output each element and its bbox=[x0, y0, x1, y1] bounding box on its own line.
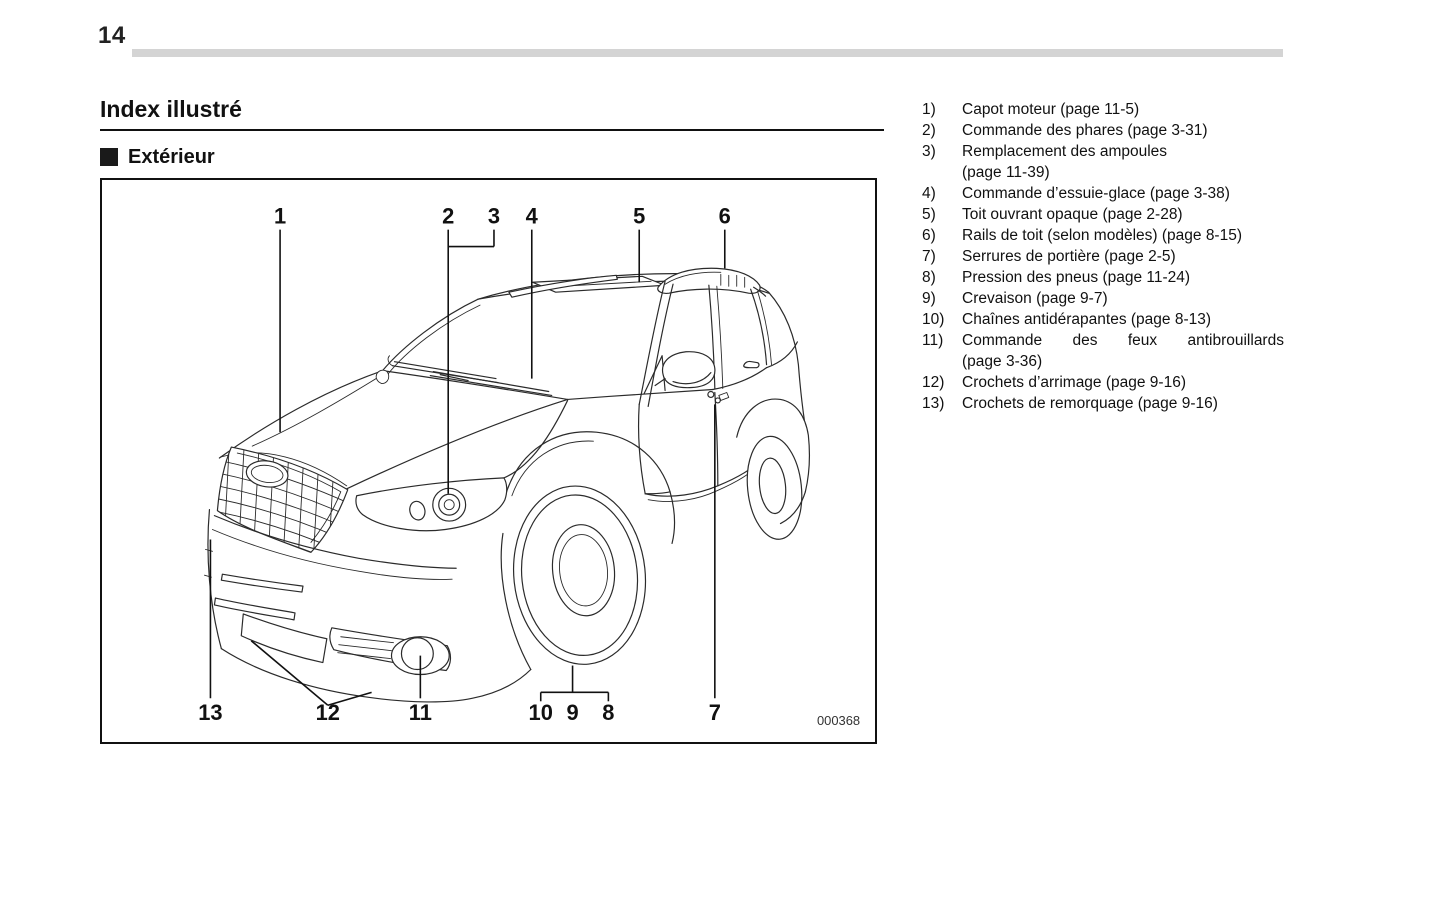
legend-item-number: 8) bbox=[922, 269, 936, 286]
legend-item-1: 1) Capot moteur (page 11-5) bbox=[922, 99, 1287, 120]
legend-item-4: 4) Commande d’essuie-glace (page 3-38) bbox=[922, 183, 1287, 204]
legend-item-text: Crochets d’arrimage (page 9-16) bbox=[962, 374, 1186, 391]
legend-item-text: Toit ouvrant opaque (page 2-28) bbox=[962, 206, 1183, 223]
title-underline bbox=[100, 129, 884, 131]
legend-item-2: 2) Commande des phares (page 3-31) bbox=[922, 120, 1287, 141]
legend-item-text: Chaînes antidérapantes (page 8-13) bbox=[962, 311, 1212, 328]
callout-leader-line-12 bbox=[250, 640, 329, 706]
legend-item-8: 8) Pression des pneus (page 11-24) bbox=[922, 267, 1287, 288]
legend-item-number: 3) bbox=[922, 143, 936, 160]
legend-item-text: Crochets de remorquage (page 9-16) bbox=[962, 395, 1218, 412]
callout-number-13: 13 bbox=[198, 700, 222, 725]
callout-number-1: 1 bbox=[274, 204, 286, 229]
legend-item-text: (page 11-39) bbox=[962, 164, 1050, 181]
legend-item-text: Crevaison (page 9-7) bbox=[962, 290, 1108, 307]
callout-number-11: 11 bbox=[409, 700, 432, 725]
legend-item-number: 10) bbox=[922, 311, 945, 328]
legend-item-number: 11) bbox=[922, 332, 944, 349]
header-rule-bar bbox=[132, 49, 1283, 57]
legend-item-text: Commande d’essuie-glace (page 3-38) bbox=[962, 185, 1230, 202]
callout-number-6: 6 bbox=[719, 204, 731, 229]
legend-item-text: Commande des phares (page 3-31) bbox=[962, 122, 1208, 139]
legend-item-13: 13) Crochets de remorquage (page 9-16) bbox=[922, 393, 1287, 414]
callout-number-9: 9 bbox=[566, 700, 578, 725]
legend-item-text: Capot moteur (page 11-5) bbox=[962, 101, 1140, 118]
legend-item-text: Rails de toit (selon modèles) (page 8-15… bbox=[962, 227, 1242, 244]
legend-item-number: 7) bbox=[922, 248, 936, 265]
callout-leader-line-12 bbox=[327, 691, 372, 707]
legend-item-text: Pression des pneus (page 11-24) bbox=[962, 269, 1191, 286]
legend-item-text: (page 3-36) bbox=[962, 353, 1043, 370]
legend-item-7: 7) Serrures de portière (page 2-5) bbox=[922, 246, 1287, 267]
section-heading: Extérieur bbox=[100, 145, 215, 169]
legend-item-number: 2) bbox=[922, 122, 936, 139]
callout-number-3: 3 bbox=[488, 204, 500, 229]
car-line-drawing bbox=[204, 267, 810, 703]
figure-code: 000368 bbox=[817, 713, 860, 728]
callout-number-4: 4 bbox=[526, 204, 539, 229]
callout-number-5: 5 bbox=[633, 204, 645, 229]
callout-number-12: 12 bbox=[316, 700, 340, 725]
section-title: Extérieur bbox=[128, 145, 215, 168]
legend-item-12: 12) Crochets d’arrimage (page 9-16) bbox=[922, 372, 1287, 393]
legend-item-number: 12) bbox=[922, 374, 945, 391]
legend-item-6: 6) Rails de toit (selon modèles) (page 8-… bbox=[922, 225, 1287, 246]
callout-number-2: 2 bbox=[442, 204, 454, 229]
legend-list: 1) Capot moteur (page 11-5) 2) Commande des… bbox=[922, 99, 1287, 414]
legend-item-number: 5) bbox=[922, 206, 936, 223]
legend-item-10: 10) Chaînes antidérapantes (page 8-13) bbox=[922, 309, 1287, 330]
section-bullet-square-icon bbox=[100, 148, 118, 166]
legend-item-5: 5) Toit ouvrant opaque (page 2-28) bbox=[922, 204, 1287, 225]
callout-number-8: 8 bbox=[602, 700, 614, 725]
callout-number-10: 10 bbox=[529, 700, 553, 725]
legend-item-number: 6) bbox=[922, 227, 936, 244]
callout-number-7: 7 bbox=[709, 700, 721, 725]
legend-item-3: 3) Remplacement des ampoules (page 11-39) bbox=[922, 141, 1287, 183]
legend-item-number: 13) bbox=[922, 395, 945, 412]
legend-item-number: 9) bbox=[922, 290, 936, 307]
legend-item-number: 1) bbox=[922, 101, 936, 118]
legend-item-number: 4) bbox=[922, 185, 936, 202]
page-title: Index illustré bbox=[100, 96, 242, 122]
legend-item-text: Serrures de portière (page 2-5) bbox=[962, 248, 1176, 265]
page-number: 14 bbox=[98, 22, 126, 49]
legend-item-text: Remplacement des ampoules bbox=[962, 143, 1168, 160]
legend-item-9: 9) Crevaison (page 9-7) bbox=[922, 288, 1287, 309]
